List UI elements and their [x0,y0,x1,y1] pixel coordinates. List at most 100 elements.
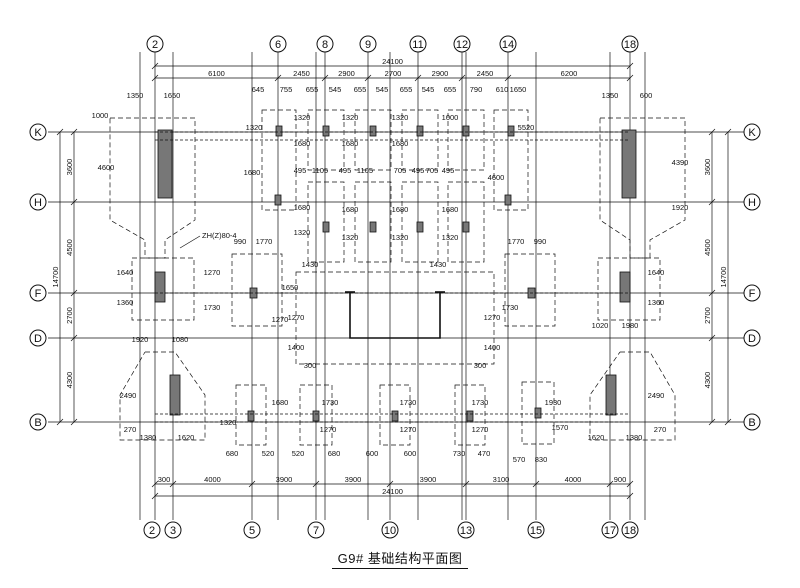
dim-label: 705 [394,166,407,175]
dim-bottom-total-tick [626,492,634,500]
dim-label: 1430 [430,260,447,269]
dim-label: 1270 [484,313,501,322]
dim-top-seg-tick [321,74,329,82]
dim-label: 1680 [294,139,311,148]
dim-top-seg-text: 6200 [561,69,578,78]
dim-bottom-total-text: 24100 [382,487,403,496]
dim-bottom-seg-text: 900 [614,475,627,484]
dim-label: 570 [513,455,526,464]
dim-label: 1680 [244,168,261,177]
dim-bottom-seg-text: 3900 [420,475,437,484]
dim-left-seg-tick [70,418,78,426]
dim-label: 1680 [392,139,409,148]
dim-label: 1320 [442,233,459,242]
axis-right-B-label: B [748,417,755,429]
dim-bottom-seg-text: 4000 [565,475,582,484]
dim-top-seg-tick [458,74,466,82]
dim-label: 1770 [256,237,273,246]
axis-top-14-label: 14 [502,39,514,51]
dim-label: 645 [252,85,265,94]
column-left-k [157,129,173,199]
dim-right-seg-tick [708,289,716,297]
dim-label: 705 [426,166,439,175]
axis-top-6-circle [269,35,287,53]
dim-label: 300 [304,361,317,370]
axis-bottom-18-label: 18 [624,525,636,537]
dim-label: 990 [534,237,547,246]
dim-top-seg-tick [414,74,422,82]
dim-label: 470 [478,449,491,458]
dim-label: 680 [226,449,239,458]
axis-right-K-label: K [748,127,756,139]
dim-label: 2490 [648,391,665,400]
dim-label: 1080 [172,335,189,344]
dim-left-seg-text: 4500 [65,239,74,256]
dim-label: 1020 [592,321,609,330]
column-kh-1 [322,125,330,137]
pad-left-b [119,351,206,441]
axis-left-H-circle [29,193,47,211]
axis-bottom-2-label: 2 [149,525,155,537]
dim-label: 520 [262,449,275,458]
dim-label: 1730 [204,303,221,312]
axis-bottom-15-circle [527,521,545,539]
dim-label: 4600 [488,173,505,182]
dim-label: 1380 [626,433,643,442]
dim-top-seg-tick [626,74,634,82]
dim-bottom-seg-tick [462,480,470,488]
axis-top-12-label: 12 [456,39,468,51]
dim-top-seg-text: 6100 [208,69,225,78]
column-kh-2 [369,125,377,137]
dim-label: 655 [306,85,319,94]
pad-b-3 [454,384,486,446]
column-left-b [169,374,181,416]
dim-bottom-seg-text: 4000 [204,475,221,484]
axis-top-18-circle [621,35,639,53]
column-h-0 [274,194,282,206]
dim-label: 1320 [342,113,359,122]
drawing-title-text: G9# 基础结构平面图 [331,551,469,569]
pad-left-f [131,257,195,321]
dim-bottom-seg-tick [248,480,256,488]
dim-label: 495 [339,166,352,175]
dim-top-seg-text: 2900 [338,69,355,78]
axis-right-F-circle [743,284,761,302]
dim-label: 1320 [392,233,409,242]
dim-label: 270 [124,425,137,434]
axis-top-2-label: 2 [152,39,158,51]
dim-right-seg-text: 4300 [703,372,712,389]
dim-top-seg-text: 2700 [385,69,402,78]
dim-right-total-tick [724,128,732,136]
pad-b-0 [235,384,267,446]
pad-right-top [599,117,686,259]
dim-label: 1400 [484,343,501,352]
dim-label: 1680 [442,205,459,214]
dim-bottom-seg-tick [626,480,634,488]
dim-label: 1000 [92,111,109,120]
axis-bottom-5-label: 5 [249,525,255,537]
dim-right-total-text: 14700 [719,267,728,288]
axis-top-11-label: 11 [412,39,423,51]
dim-left-seg-tick [70,334,78,342]
dim-right-seg-text: 2700 [703,307,712,324]
dim-label: 1320 [294,228,311,237]
column-right-k [621,129,637,199]
dim-right-seg-tick [708,334,716,342]
axis-top-2-circle [146,35,164,53]
dim-top-total-tick [151,62,159,70]
column-b-4 [534,407,542,419]
dim-label: 1980 [622,321,639,330]
dim-label: 730 [453,449,466,458]
axis-left-B-label: B [34,417,41,429]
pad-hf-2 [401,181,439,263]
dim-label: 830 [535,455,548,464]
axis-bottom-17-label: 17 [604,525,616,537]
note-label: ZH(Z)80-4 [202,231,237,240]
column-b-2 [391,410,399,422]
column-b-3 [466,410,474,422]
axis-left-K-circle [29,123,47,141]
axis-bottom-10-label: 10 [384,525,396,537]
dim-top-seg-tick [364,74,372,82]
dim-bottom-seg-tick [169,480,177,488]
